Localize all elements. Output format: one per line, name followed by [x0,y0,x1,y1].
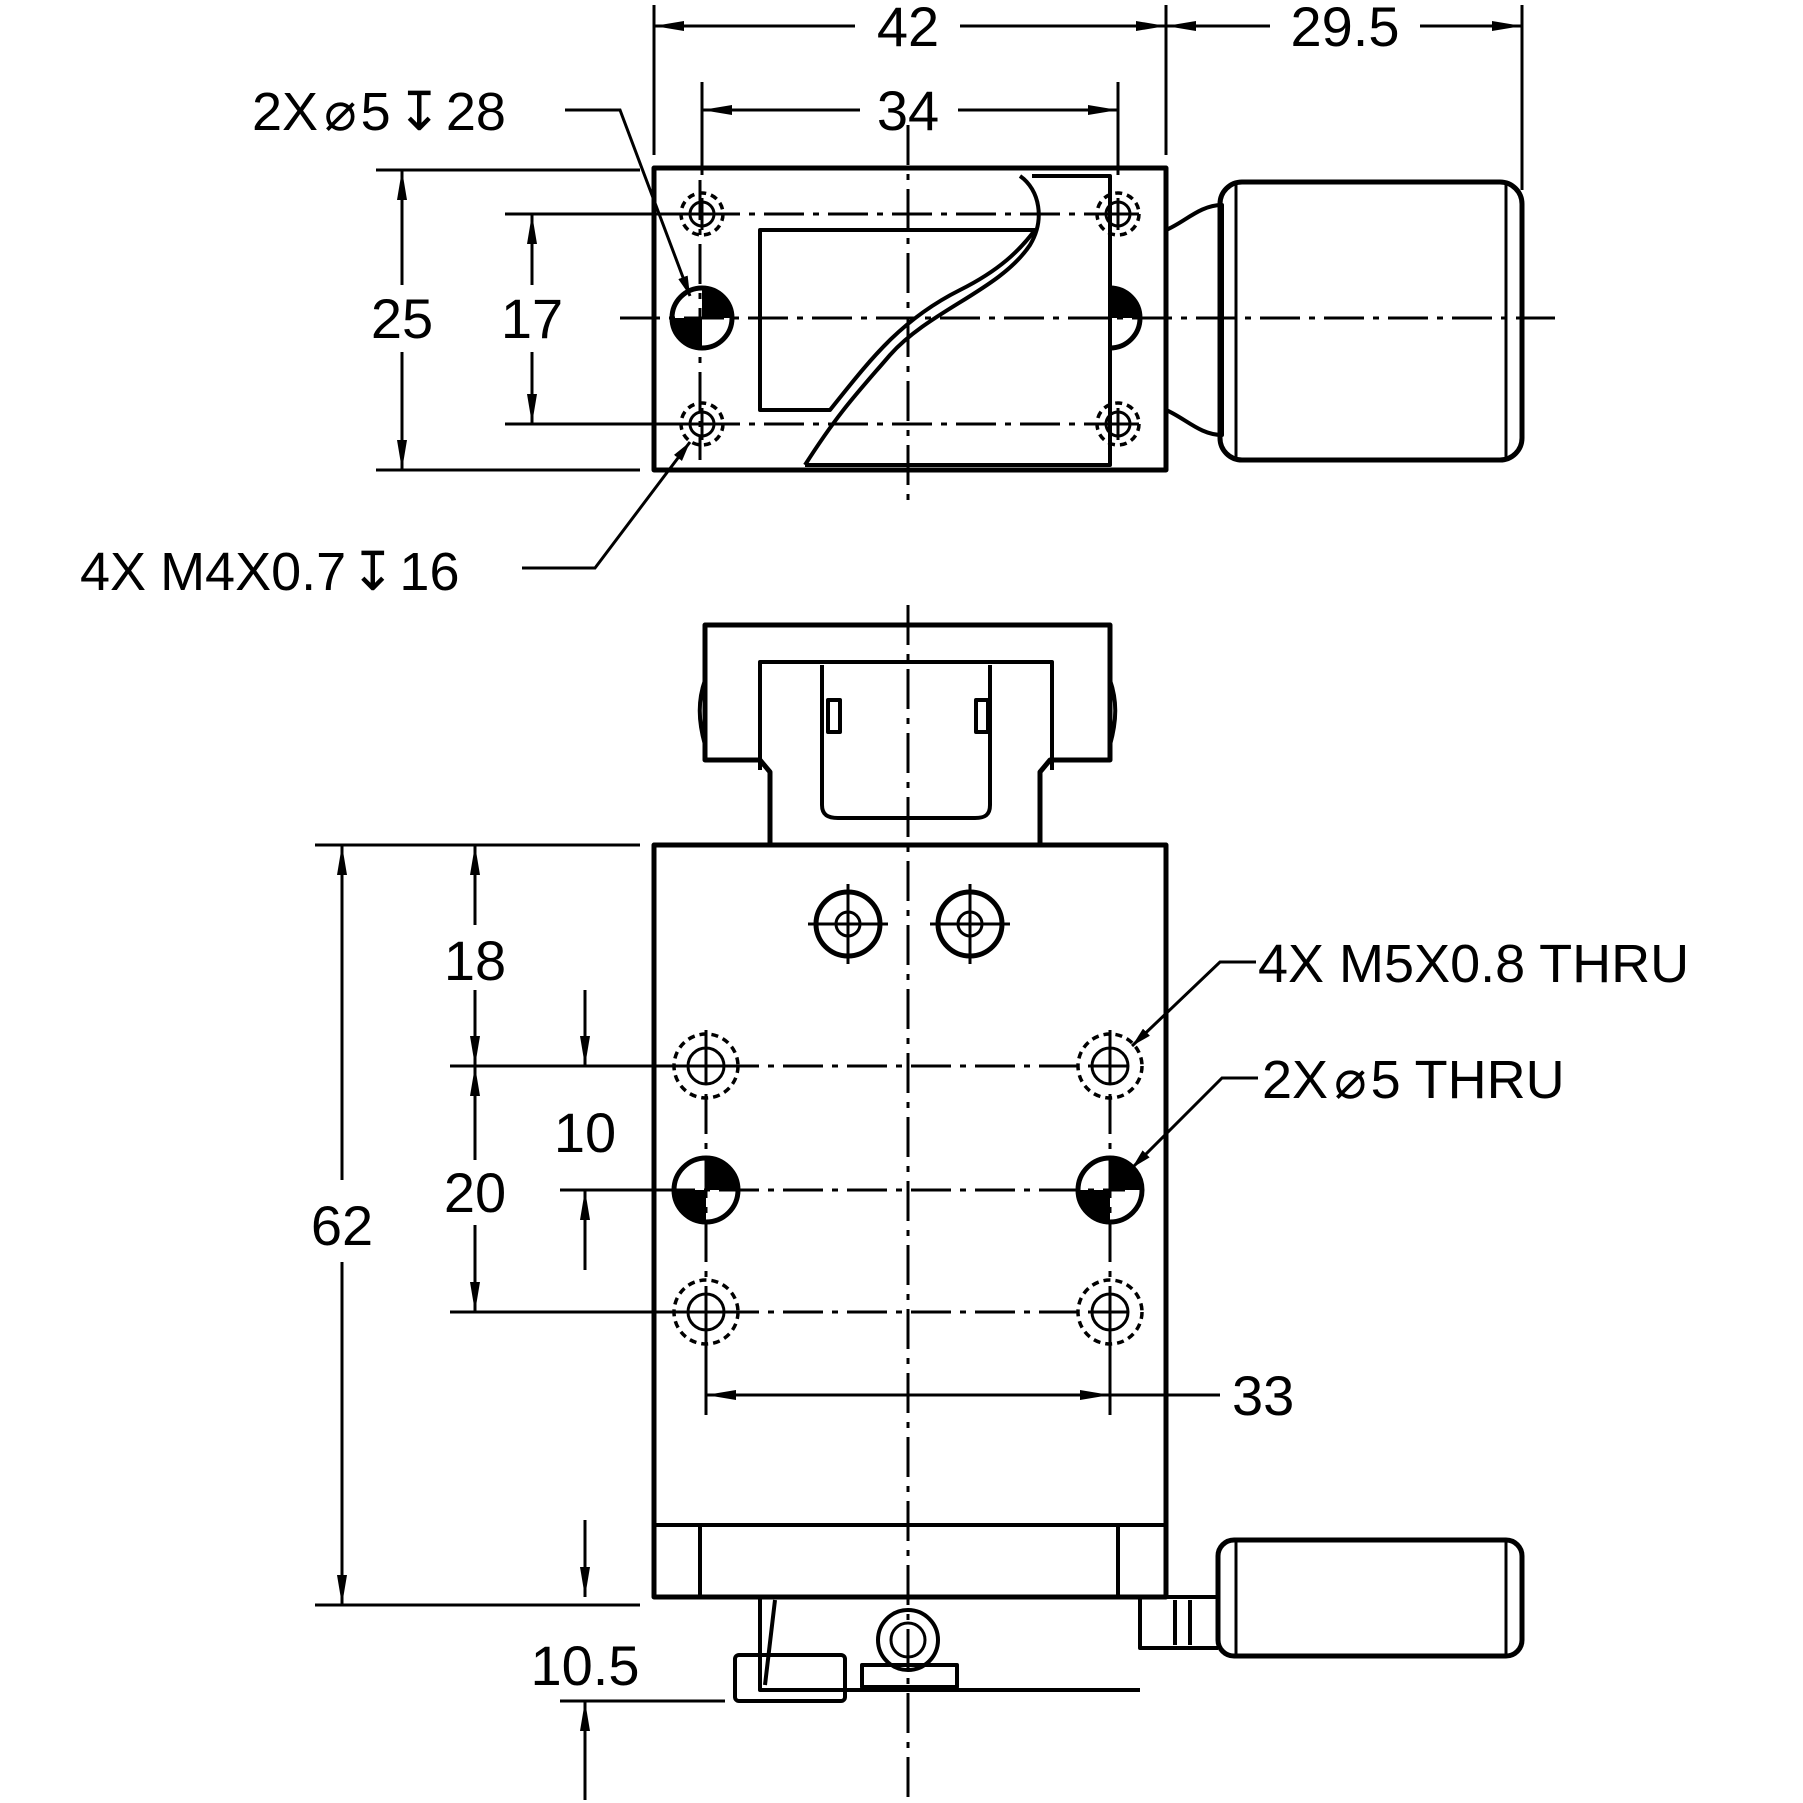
dim-column-spacing: 33 [1232,1364,1294,1427]
tapped-hole [1095,191,1141,237]
pin-hole-callout-front: 2X⌀5 THRU [1262,1050,1565,1110]
thread-hole-leader [1130,960,1256,1048]
bracket-screw-right [974,698,990,734]
clearance-hole [808,884,888,964]
dim-overall-width: 42 [877,0,939,58]
front-view: 62 18 20 10 33 10.5 4X M5X0.8 THRU 2X⌀5 … [311,605,1689,1800]
pin-hole-leader [565,108,692,297]
pin-hole-callout: 2X⌀5↧28 [252,82,506,142]
dim-bottom-offset: 10.5 [531,1634,640,1697]
dim-hole-spacing: 34 [877,79,939,142]
dim-height: 25 [371,287,433,350]
bracket-edge-right [1108,679,1118,746]
pin-hole [669,285,735,351]
pin-hole-leader-front [1130,1076,1258,1170]
bracket-inner [758,660,1054,770]
front-motor-knob [1215,1537,1525,1659]
motor-coupling [1138,1595,1218,1650]
dim-overall-height: 62 [311,1194,373,1257]
thread-hole-callout: 4X M5X0.8 THRU [1258,934,1689,994]
front-body-outline [651,842,1169,1600]
clearance-hole [930,884,1010,964]
pin-hole [1109,285,1143,351]
tapped-hole-leader [522,441,692,570]
break-line [803,174,1041,467]
lock-screw-outer [876,1608,940,1672]
top-inner-frame [805,174,1112,467]
foot-block-left [733,1653,847,1703]
hatched-section [758,228,1037,412]
bracket-screw-left [826,698,842,734]
dim-tapped-spacing: 17 [501,287,563,350]
bracket-slot [820,665,992,820]
bracket-edge-left [697,679,707,746]
dim-motor-length: 29.5 [1291,0,1400,58]
dim-row-spacing-small: 10 [554,1101,616,1164]
dim-top-to-first-row: 18 [444,929,506,992]
tapped-hole [1095,401,1141,447]
thread-hole [1076,1032,1144,1100]
bottom-clamp [758,1597,1140,1692]
dim-row-spacing: 20 [444,1161,506,1224]
top-motor-neck [1165,203,1224,437]
top-motor-knob [1217,179,1525,463]
pin-hole [1075,1155,1145,1225]
